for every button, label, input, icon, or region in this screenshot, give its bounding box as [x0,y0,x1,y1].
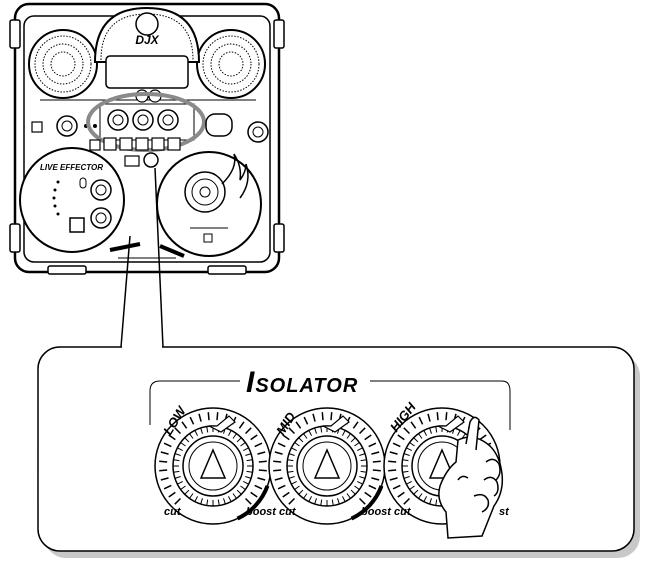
high-boost-label: st [499,506,509,518]
low-boost-label: boost [246,506,276,518]
flame-icon [221,153,249,199]
mid-knob [268,407,386,525]
callout-line-right [154,167,164,348]
mid-cut-label: cut [279,506,296,518]
low-knob-pointer [199,448,227,479]
mid-knob-pointer [313,448,341,479]
isolator-frame [149,380,511,430]
low-knob [154,407,272,525]
logo-text: DJX [135,33,159,47]
low-cut-label: cut [164,506,181,518]
mid-boost-label: boost [361,506,391,518]
live-effector: LIVE EFFECTOR [19,147,125,253]
isolator-title-initial: I [246,366,256,399]
cd-platter [156,151,262,257]
pad-button [205,113,233,137]
callout-line-left [120,235,131,348]
right-speaker [196,29,266,99]
display-window [105,55,189,89]
left-speaker [28,29,98,99]
live-effector-label: LIVE EFFECTOR [40,163,103,172]
logo-badge [135,12,159,36]
isolator-title: ISOLATOR [246,368,358,398]
high-cut-label: cut [394,506,411,518]
isolator-title-rest: SOLATOR [255,375,359,397]
device-illustration: DJX [9,2,285,275]
pointing-hand-icon [438,416,504,539]
